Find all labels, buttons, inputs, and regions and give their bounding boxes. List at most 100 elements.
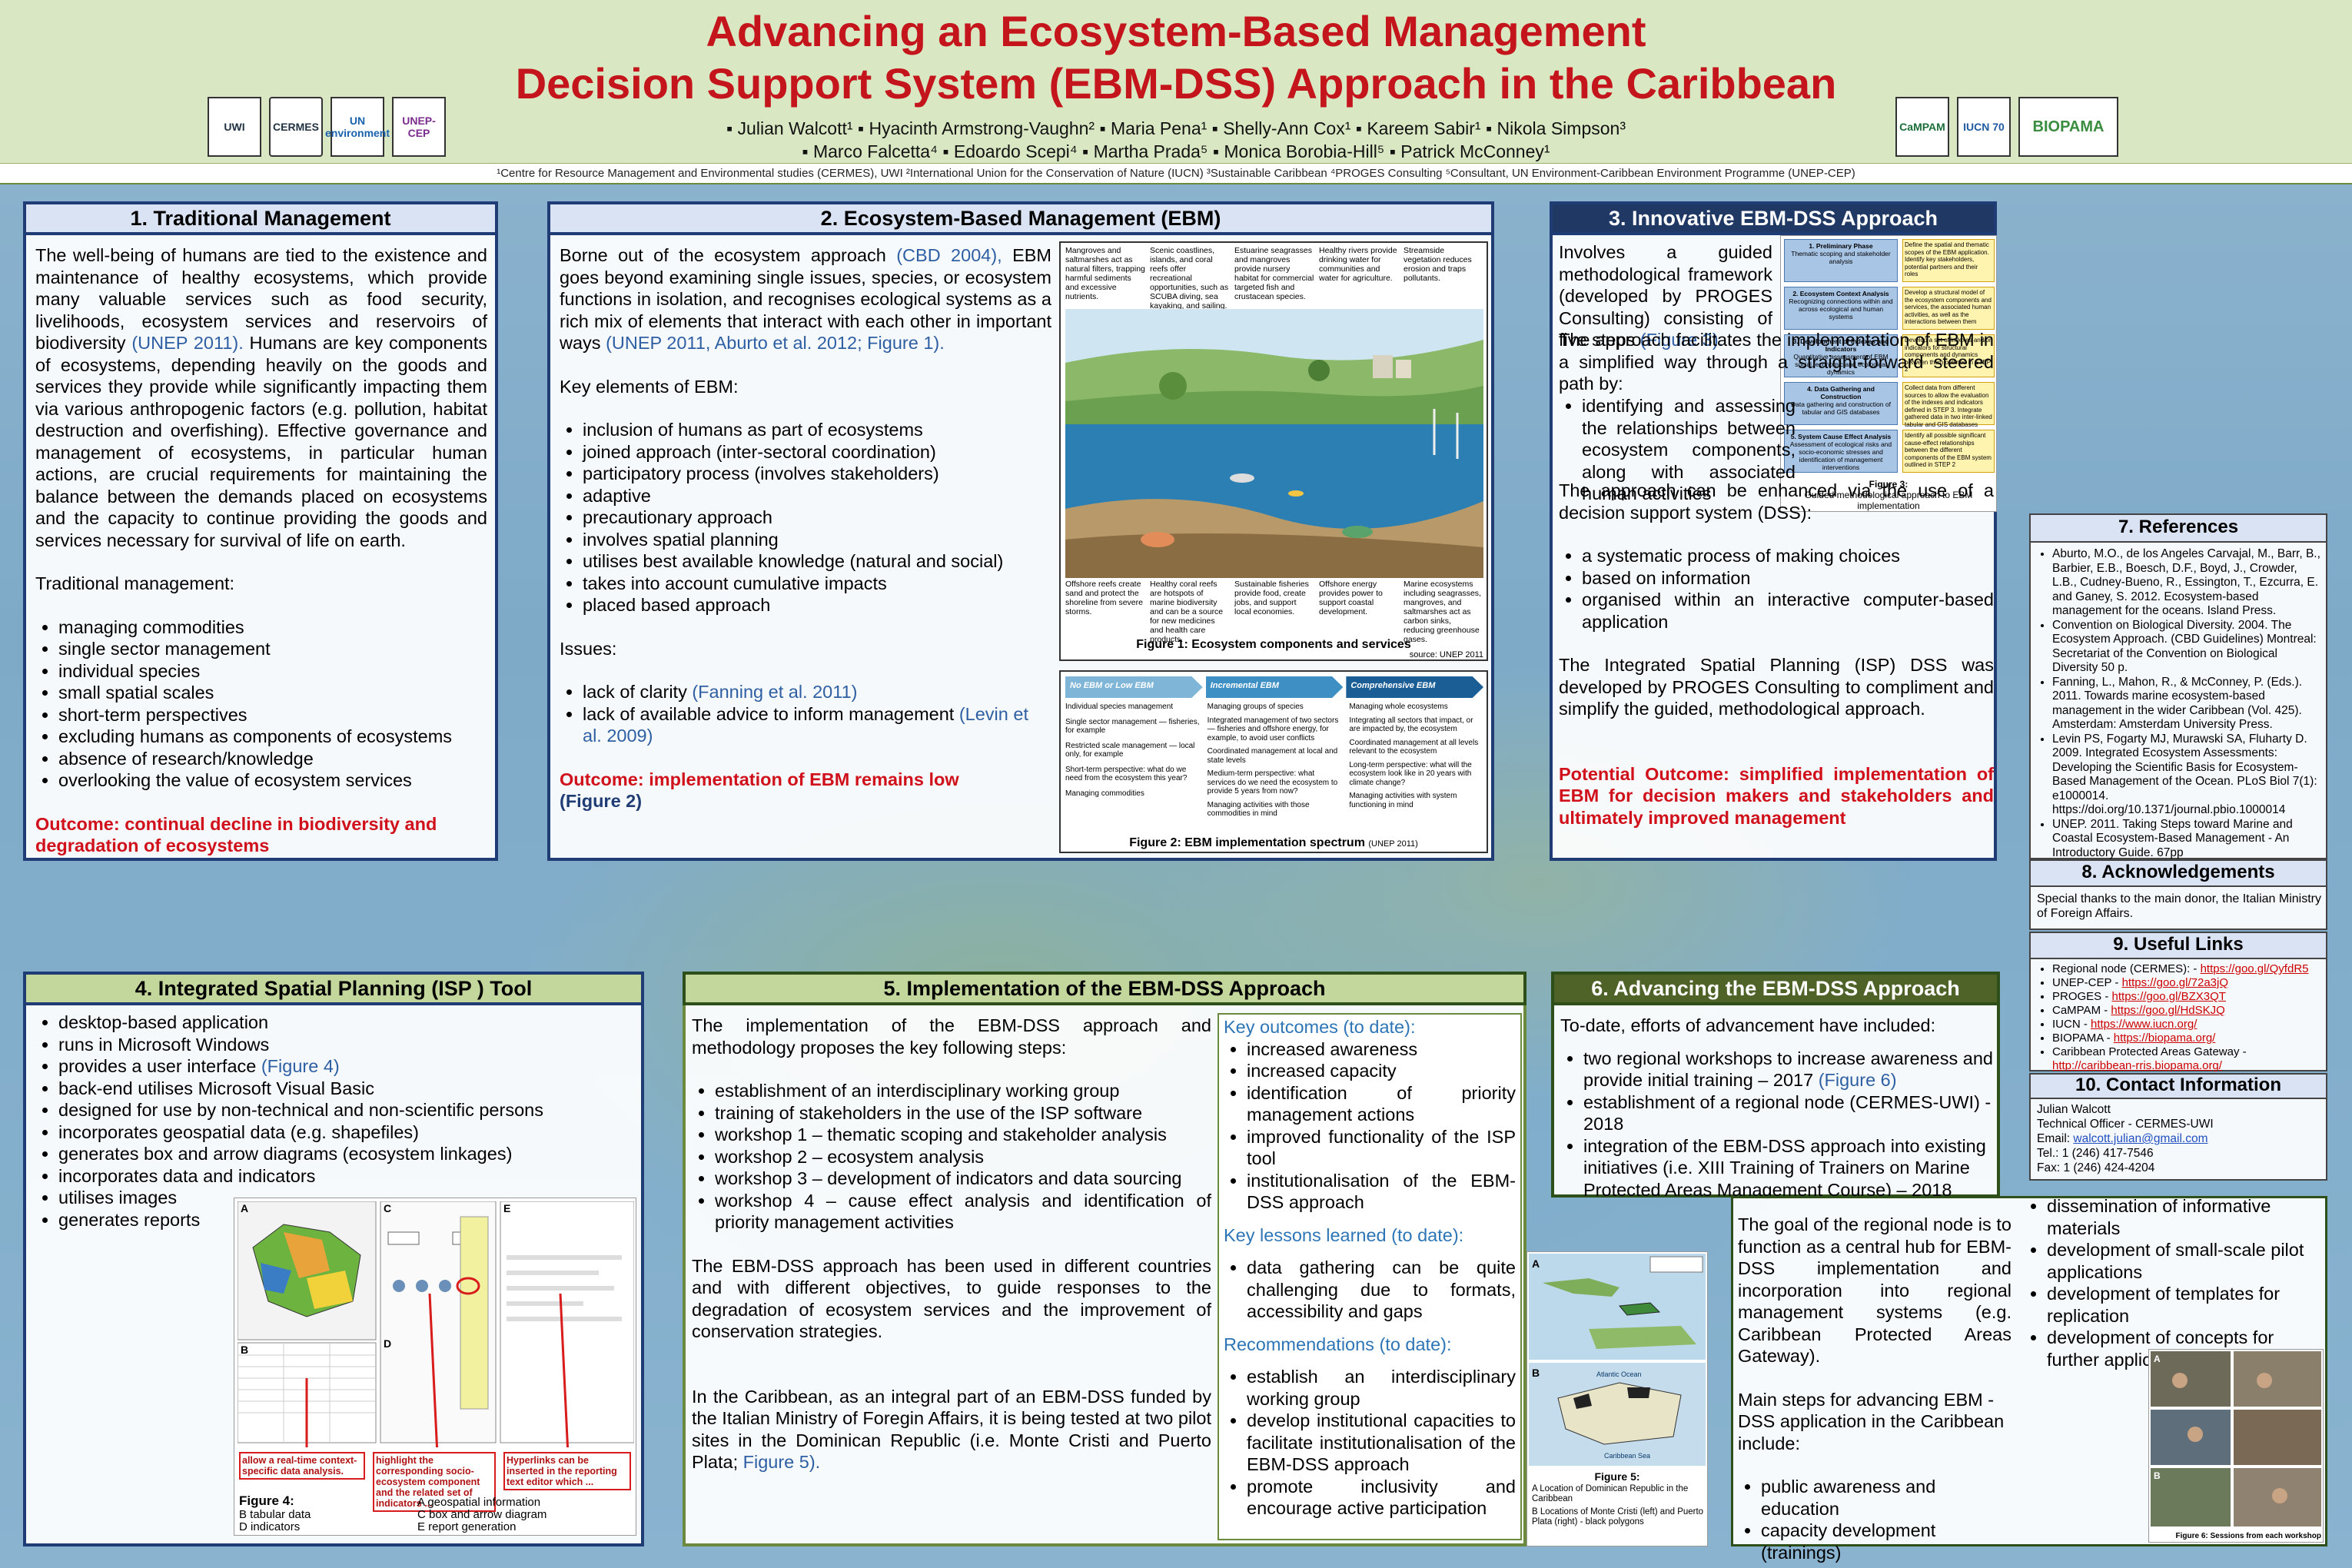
- fig2-cell: Coordinated management at all levels rel…: [1349, 738, 1479, 756]
- s1-subheading: Traditional management:: [35, 573, 235, 593]
- s3-p3: The approach can be enhanced via the use…: [1559, 480, 1994, 523]
- link-item: Caribbean Protected Areas Gateway - http…: [2052, 1045, 2324, 1073]
- list-item: workshop 2 – ecosystem analysis: [715, 1146, 1211, 1168]
- fig3-step-title: 3. Development of Indexes and Indicators: [1792, 337, 1889, 353]
- authors-line1: ▪ Julian Walcott¹ ▪ Hyacinth Armstrong-V…: [726, 118, 1626, 138]
- list-item: generates box and arrow diagrams (ecosys…: [58, 1143, 635, 1165]
- poster-title-line1: Advancing an Ecosystem-Based Management: [706, 7, 1646, 55]
- s2-outcome: Outcome: implementation of EBM remains l…: [560, 769, 959, 789]
- section-10-title: 10. Contact Information: [2029, 1073, 2327, 1099]
- list-item: establish an interdisciplinary working g…: [1247, 1366, 1516, 1410]
- issue-citation: (Levin et al. 2009): [583, 703, 1028, 746]
- issue-citation: (Fanning et al. 2011): [692, 682, 858, 702]
- s2-cite-cbd: (CBD 2004),: [896, 245, 1002, 265]
- map-label-atlantic: Atlantic Ocean: [1596, 1370, 1642, 1378]
- fig1-label: Sustainable fisheries provide food, crea…: [1234, 580, 1309, 616]
- s5-p3: In the Caribbean, as an integral part of…: [692, 1386, 1211, 1473]
- list-item: adaptive: [583, 485, 1051, 507]
- location-maps: A B Atlantic Ocean Caribbean Sea: [1529, 1254, 1706, 1466]
- figure-6-workshop-photos: A B Figure 6: Sessions from each worksho…: [2148, 1349, 2324, 1543]
- s6-steps-list-b: dissemination of informative materials d…: [2047, 1195, 2319, 1370]
- s3-figref: (Figure 3).: [1639, 330, 1724, 350]
- list-item: generates reports: [58, 1209, 635, 1231]
- contact-email-link[interactable]: walcott.julian@gmail.com: [2073, 1132, 2208, 1145]
- fig2-cell: Restricted scale management — local only…: [1065, 741, 1195, 759]
- fig2-cell: Coordinated management at local and stat…: [1207, 747, 1338, 765]
- fig2-col-comprehensive: Managing whole ecosystems Integrating al…: [1349, 703, 1483, 819]
- list-item: development of small-scale pilot applica…: [2047, 1239, 2319, 1283]
- link-url[interactable]: https://www.iucn.org/: [2091, 1018, 2198, 1031]
- map-label-caribbean: Caribbean Sea: [1604, 1452, 1650, 1460]
- list-item: takes into account cumulative impacts: [583, 573, 1051, 595]
- s2-issues-list: lack of clarity (Fanning et al. 2011) la…: [583, 681, 1051, 747]
- list-item: participatory process (involves stakehol…: [583, 463, 1051, 485]
- contact-email-label: Email:: [2037, 1132, 2074, 1145]
- biopama-logo: BIOPAMA: [2018, 97, 2118, 157]
- poster-title-line2: Decision Support System (EBM-DSS) Approa…: [515, 59, 1837, 108]
- s3-p4: The Integrated Spatial Planning (ISP) DS…: [1559, 655, 1994, 719]
- s5-p2: The EBM-DSS approach has been used in di…: [692, 1255, 1211, 1342]
- fig3-step-title: 5. System Cause Effect Analysis: [1790, 433, 1892, 440]
- fig3-step-desc: Quantitative assessment of EBM social, e…: [1793, 353, 1889, 376]
- fig5-legend-a: A Location of Dominican Republic in the …: [1532, 1484, 1689, 1503]
- section-implementation: 5. Implementation of the EBM-DSS Approac…: [683, 972, 1526, 1546]
- section-advancing: 6. Advancing the EBM-DSS Approach To-dat…: [1551, 972, 2000, 1201]
- section-3-title: 3. Innovative EBM-DSS Approach: [1550, 201, 1997, 235]
- affiliations: ¹Centre for Resource Management and Envi…: [0, 163, 2352, 183]
- list-text: two regional workshops to increase aware…: [1583, 1048, 1993, 1091]
- figure-5-caption: Figure 5:: [1594, 1470, 1640, 1483]
- fig2-cell: Managing whole ecosystems: [1349, 703, 1448, 711]
- s2-p1a: Borne out of the ecosystem approach: [560, 245, 897, 265]
- fig3-step-desc: Data gathering and construction of tabul…: [1791, 400, 1891, 416]
- s2-list: inclusion of humans as part of ecosystem…: [583, 419, 1051, 616]
- link-url[interactable]: http://caribbean-rris.biopama.org/: [2052, 1059, 2222, 1072]
- list-item: integration of the EBM-DSS approach into…: [1583, 1135, 1995, 1201]
- link-url[interactable]: https://goo.gl/QyfdR5: [2200, 962, 2309, 975]
- link-url[interactable]: https://biopama.org/: [2113, 1031, 2216, 1045]
- section-references: 7. References Aburto, M.O., de los Angel…: [2029, 513, 2327, 859]
- s6-efforts-list: two regional workshops to increase aware…: [1583, 1048, 1995, 1201]
- s5-p1: The implementation of the EBM-DSS approa…: [692, 1015, 1211, 1058]
- fig2-cell: Integrating all sectors that impact, or …: [1349, 716, 1473, 734]
- list-item: incorporates data and indicators: [58, 1165, 635, 1188]
- s6-figref: (Figure 6): [1818, 1070, 1897, 1090]
- link-url[interactable]: https://goo.gl/BZX3QT: [2111, 990, 2226, 1003]
- svg-text:B: B: [2154, 1470, 2161, 1481]
- section-8-title: 8. Acknowledgements: [2029, 859, 2327, 887]
- fig2-cell: Short-term perspective: what do we need …: [1065, 765, 1188, 783]
- link-url[interactable]: https://goo.gl/72a3jQ: [2121, 976, 2229, 989]
- fig2-col-low: Individual species management Single sec…: [1065, 703, 1200, 819]
- fig1-label: Streamside vegetation reduces erosion an…: [1404, 246, 1472, 283]
- s2-subheading: Key elements of EBM:: [560, 376, 739, 397]
- list-item: inclusion of humans as part of ecosystem…: [583, 419, 1051, 441]
- list-item: joined approach (inter-sectoral coordina…: [583, 441, 1051, 463]
- s5-steps-list: establishment of an interdisciplinary wo…: [715, 1080, 1211, 1234]
- poster-header: Advancing an Ecosystem-Based Management …: [0, 0, 2352, 184]
- fig5-legend-b: B Locations of Monte Cristi (left) and P…: [1532, 1507, 1704, 1526]
- contact-fax: Fax: 1 (246) 424-4204: [2037, 1161, 2155, 1174]
- list-item: establishment of an interdisciplinary wo…: [715, 1080, 1211, 1102]
- s1-citation: (UNEP 2011).: [131, 333, 244, 353]
- link-url[interactable]: https://goo.gl/HdSKJQ: [2111, 1004, 2225, 1017]
- fig1-label: Offshore reefs create sand and protect t…: [1065, 580, 1143, 616]
- fig1-label: Marine ecosystems including seagrasses, …: [1404, 580, 1481, 644]
- figure-1-source: source: UNEP 2011: [1409, 650, 1483, 659]
- fig2-cell: Medium-term perspective: what services d…: [1207, 769, 1338, 796]
- s1-list: managing commodities single sector manag…: [58, 616, 487, 792]
- workshop-photos: A B: [2151, 1351, 2321, 1526]
- recommendations-title: Recommendations (to date):: [1224, 1334, 1452, 1354]
- section-5-title: 5. Implementation of the EBM-DSS Approac…: [683, 972, 1526, 1005]
- list-item: data gathering can be quite challenging …: [1247, 1257, 1516, 1323]
- s4-figref: (Figure 4): [261, 1056, 340, 1076]
- svg-text:A: A: [1532, 1257, 1540, 1270]
- cermes-logo: CERMES: [269, 97, 323, 157]
- link-label: UNEP-CEP -: [2052, 976, 2122, 989]
- section-1-title: 1. Traditional Management: [23, 201, 498, 235]
- figure-5-map: A B Atlantic Ocean Caribbean Sea Figure …: [1526, 1251, 1708, 1546]
- key-lessons-list: data gathering can be quite challenging …: [1247, 1257, 1516, 1323]
- references-list: Aburto, M.O., de los Angeles Carvajal, M…: [2052, 547, 2321, 860]
- list-item: a systematic process of making choices: [1582, 545, 1994, 567]
- reference-item: Fanning, L., Mahon, R., & McConney, P. (…: [2052, 676, 2321, 733]
- list-item: workshop 3 – development of indicators a…: [715, 1168, 1211, 1190]
- issue-text: lack of clarity: [583, 682, 693, 702]
